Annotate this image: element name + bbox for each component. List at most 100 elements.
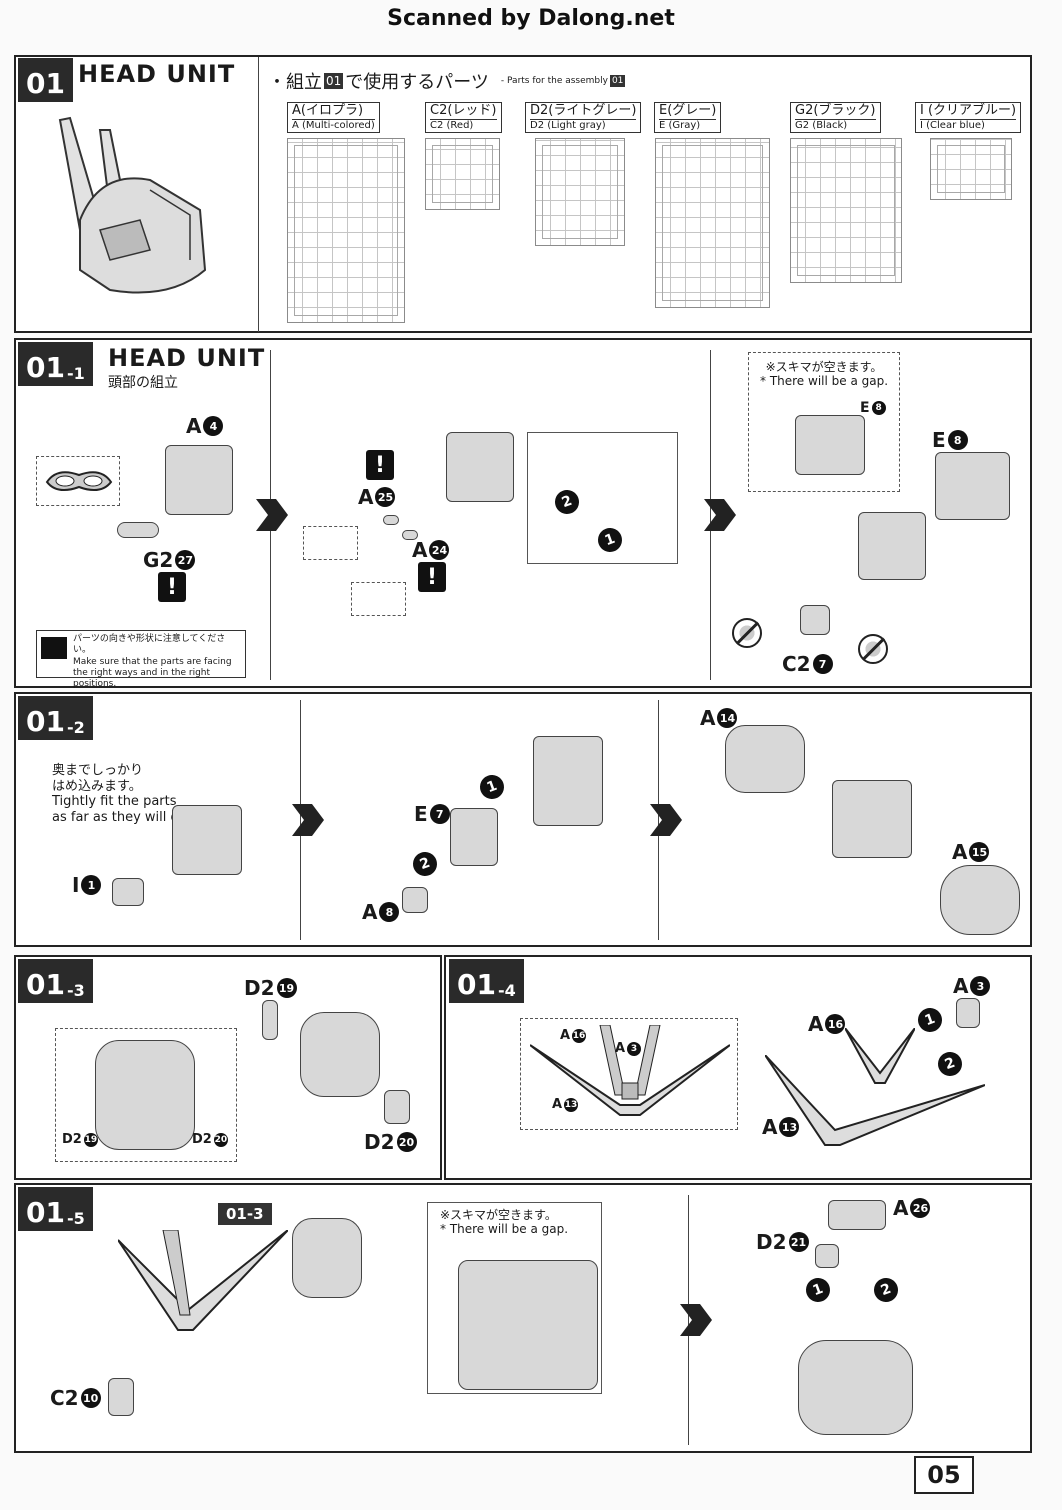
part-g2-label: G2(ブラック)G2 (Black) <box>790 102 881 134</box>
part-a26 <box>828 1200 886 1230</box>
part-e7 <box>450 808 498 866</box>
chin-part <box>800 605 830 635</box>
back-head-part <box>935 452 1010 520</box>
small-part-a24 <box>402 530 418 540</box>
runner-i <box>930 138 1012 200</box>
step-01-5-tag: 01-5 <box>18 1187 93 1231</box>
caution-icon <box>41 637 67 659</box>
runner-a <box>287 138 405 323</box>
part-a14-face <box>725 725 805 793</box>
runner-e <box>655 138 770 308</box>
visor-detail-box <box>36 456 120 506</box>
gap-detail-part <box>458 1260 598 1390</box>
next-step-arrow <box>650 804 682 836</box>
antenna-front-view <box>530 1025 730 1116</box>
part-a-label: A(イロプラ)A (Multi-colored) <box>287 102 380 134</box>
next-step-arrow <box>292 804 324 836</box>
gap-note-text: ※スキマが空きます。* There will be a gap. <box>440 1208 569 1237</box>
head-core-part <box>533 736 603 826</box>
step-01-2-tag: 01-2 <box>18 696 93 740</box>
step-01-1-title: HEAD UNIT <box>108 344 266 372</box>
next-step-arrow <box>704 499 736 531</box>
head-assembly <box>832 780 912 858</box>
clear-part-i1 <box>112 878 144 906</box>
watermark: Scanned by Dalong.net <box>387 6 675 31</box>
part-d2-20 <box>384 1090 410 1124</box>
antenna-a16 <box>845 1028 915 1084</box>
runner-g2 <box>790 138 902 283</box>
part-a24-detail <box>351 582 406 616</box>
part-e-label: E(グレー)E (Gray) <box>654 102 722 134</box>
head-detail-part <box>795 415 865 475</box>
antenna-assembly <box>118 1230 288 1331</box>
part-c2-label: C2(レッド)C2 (Red) <box>425 102 502 134</box>
visor-part <box>117 522 159 538</box>
part-d2-19 <box>262 1000 278 1040</box>
step-01-title: HEAD UNIT <box>78 60 236 88</box>
page-number: 05 <box>914 1456 974 1494</box>
warning-icon: ! <box>366 450 394 480</box>
warning-icon: ! <box>158 572 186 602</box>
head-front-view <box>95 1040 195 1150</box>
part-a15-back <box>940 865 1020 935</box>
part-d2-label: D2(ライトグレー)D2 (Light gray) <box>525 102 642 134</box>
head-core-part <box>446 432 514 502</box>
head-assembly <box>292 1218 362 1298</box>
step-01-tag: 01 <box>18 58 73 102</box>
part-c2-10 <box>108 1378 134 1416</box>
head-core-part <box>172 805 242 875</box>
final-head-assembly <box>798 1340 913 1435</box>
head-side-view <box>300 1012 380 1097</box>
runner-c2 <box>425 138 500 210</box>
ref-step-tag: 01-3 <box>218 1203 272 1225</box>
warning-icon: ! <box>418 562 446 592</box>
next-step-arrow <box>256 499 288 531</box>
small-part-a25 <box>383 515 399 525</box>
antenna-a13 <box>765 1055 985 1146</box>
head-core-part <box>165 445 233 515</box>
no-icon <box>858 634 888 664</box>
step-01-1-tag: 01-1 <box>18 342 93 386</box>
gap-note-text: ※スキマが空きます。* There will be a gap. <box>760 360 889 389</box>
step-01-4-tag: 01-4 <box>449 959 524 1003</box>
head-core-part <box>858 512 926 580</box>
part-i-label: I (クリアブルー)I (Clear blue) <box>915 102 1022 134</box>
caution-box: パーツの向きや形状に注意してください。 Make sure that the p… <box>36 630 246 689</box>
no-icon <box>732 618 762 648</box>
visor-detail-icon <box>45 471 113 492</box>
step-01-1-subtitle: 頭部の組立 <box>108 375 178 391</box>
part-a25-detail <box>303 526 358 560</box>
step-01-3-tag: 01-3 <box>18 959 93 1003</box>
part-d2-21 <box>815 1244 839 1268</box>
part-a8 <box>402 887 428 913</box>
parts-heading: ・組立 01 で使用するパーツ - Parts for the assembly… <box>268 72 626 93</box>
head-unit-illustration <box>58 116 207 294</box>
part-a3 <box>956 998 980 1028</box>
runner-d2 <box>535 138 625 246</box>
next-step-arrow <box>680 1304 712 1336</box>
